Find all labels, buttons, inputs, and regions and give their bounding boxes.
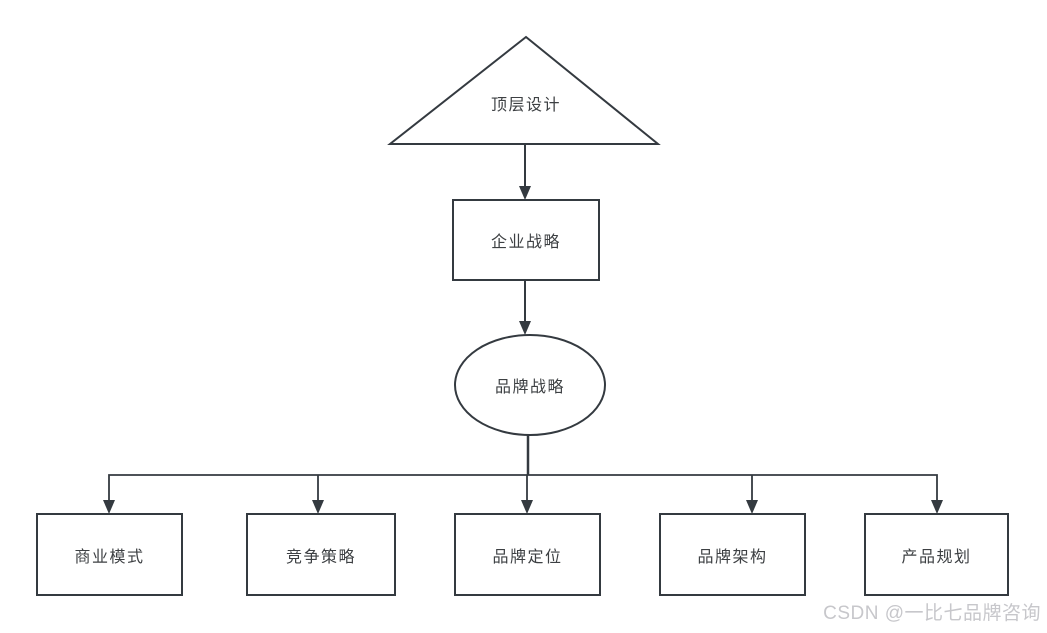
rect-node-brand-architecture xyxy=(659,513,806,596)
rect-node-competition-strategy xyxy=(246,513,396,596)
ellipse-node-brand-strategy xyxy=(454,334,606,436)
rect-node-brand-positioning xyxy=(454,513,601,596)
rect-node-product-planning xyxy=(864,513,1009,596)
triangle-node-top-design xyxy=(387,35,661,145)
arrowhead-to-product-planning xyxy=(931,500,943,514)
connector-branch-bus xyxy=(108,474,938,501)
arrowhead-to-brand-positioning xyxy=(521,500,533,514)
arrowhead-to-corporate-strategy xyxy=(519,186,531,200)
rect-node-business-model xyxy=(36,513,183,596)
watermark: CSDN @一比七品牌咨询 xyxy=(823,603,1041,624)
arrowhead-to-brand-architecture xyxy=(746,500,758,514)
arrowhead-to-business-model xyxy=(103,500,115,514)
rect-node-corporate-strategy xyxy=(452,199,600,281)
arrowhead-to-brand-strategy xyxy=(519,321,531,335)
arrowhead-to-competition-strategy xyxy=(312,500,324,514)
